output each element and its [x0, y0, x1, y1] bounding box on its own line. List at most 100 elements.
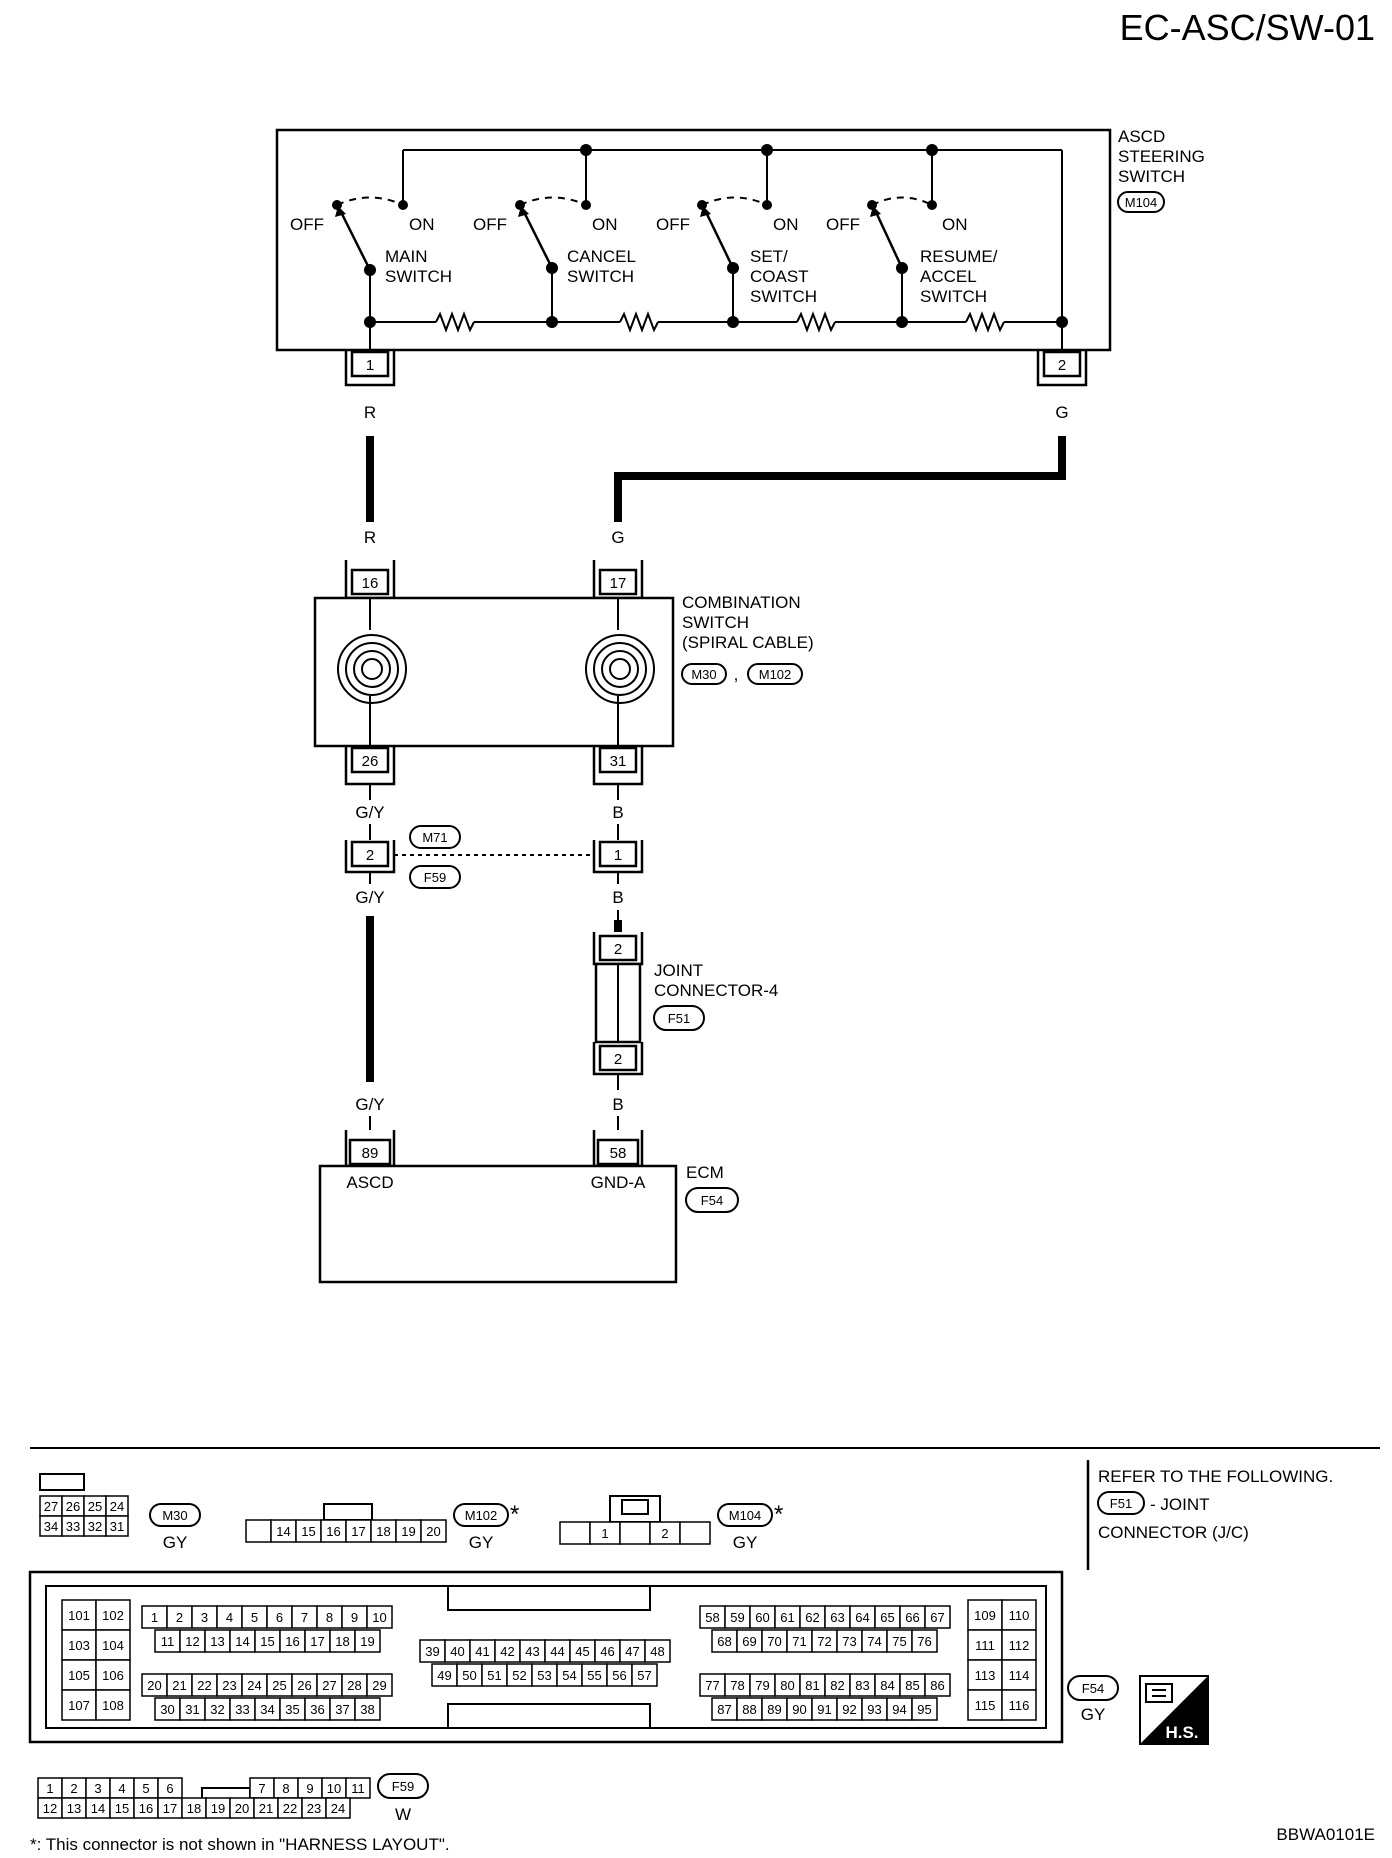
f54-connector-tag: F54	[685, 1187, 739, 1213]
f54-cavity-label: 29	[372, 1678, 386, 1693]
f54-cavity	[95, 1659, 131, 1691]
f54-cavity-label: 65	[880, 1610, 894, 1625]
f54-cavity-label: 49	[437, 1668, 451, 1683]
svg-text:H.S.: H.S.	[1165, 1723, 1198, 1742]
wire-gy-label-3: G/Y	[355, 1095, 384, 1114]
f54-cavity	[1001, 1659, 1037, 1691]
f54-cavity-label: 116	[1009, 1698, 1030, 1713]
m30-cavity-label: 25	[88, 1499, 102, 1514]
ascd-pin-1: 1	[344, 350, 396, 387]
inline-connector-m71-f59: 2 1 M71 F59	[344, 825, 644, 889]
f54-cavity-label: 27	[322, 1678, 336, 1693]
f59-cavity-label: 22	[283, 1801, 297, 1816]
f54-cavity	[95, 1629, 131, 1661]
f54-cavity-label: 41	[475, 1644, 489, 1659]
f54-cavity-label: 57	[637, 1668, 651, 1683]
ascd-switch-name: ASCD STEERING SWITCH	[1118, 127, 1210, 186]
f54-cavity-label: 48	[650, 1644, 664, 1659]
svg-text:M30: M30	[691, 667, 716, 682]
resume-accel-switch-label: RESUME/ ACCEL SWITCH	[920, 247, 1002, 306]
f54-cavity-label: 91	[817, 1702, 831, 1717]
footnote: *: This connector is not shown in "HARNE…	[30, 1835, 450, 1854]
m102-cavity-label: 14	[276, 1524, 290, 1539]
m102-cavity-label: 20	[426, 1524, 440, 1539]
hs-badge-icon: H.S.	[1139, 1675, 1209, 1745]
f54-cavity-label: 88	[742, 1702, 756, 1717]
svg-text:58: 58	[610, 1145, 627, 1162]
f54-cavity-label: 86	[930, 1678, 944, 1693]
f54-cavity-label: 36	[310, 1702, 324, 1717]
f54-cavity-label: 15	[260, 1634, 274, 1649]
m104-cavity	[679, 1521, 711, 1545]
f54-cavity-label: 8	[326, 1610, 333, 1625]
set-on-label: ON	[773, 215, 799, 234]
connector-separator: ,	[734, 665, 739, 684]
f54-cavity-label: 46	[600, 1644, 614, 1659]
f54-cavity-label: 38	[360, 1702, 374, 1717]
f54-cavity	[924, 1605, 951, 1629]
wire-g-label-bottom: G	[611, 528, 624, 547]
f51-connector-tag: F51	[653, 1005, 705, 1031]
combination-switch-name: COMBINATION SWITCH (SPIRAL CABLE)	[682, 593, 814, 652]
f59-cavity-label: 21	[259, 1801, 273, 1816]
f54-cavity-label: 10	[372, 1610, 386, 1625]
f54-cavity-label: 23	[222, 1678, 236, 1693]
f54-color: GY	[1081, 1705, 1106, 1724]
joint-connector-4: 2 2 JOINT CONNECTOR-4 F51	[592, 932, 778, 1076]
svg-text:M104: M104	[1125, 195, 1158, 210]
m30-cavity-label: 24	[110, 1499, 124, 1514]
wire-b-label-3: B	[612, 1095, 623, 1114]
f54-cavity-label: 113	[975, 1668, 996, 1683]
m102-cavity-label: 17	[351, 1524, 365, 1539]
svg-text:2: 2	[366, 847, 374, 864]
f59-cavity-label: 17	[163, 1801, 177, 1816]
f54-cavity	[967, 1659, 1003, 1691]
f54-cavity-label: 80	[780, 1678, 794, 1693]
f54-cavity-label: 26	[297, 1678, 311, 1693]
f54-cavity	[1001, 1629, 1037, 1661]
f54-cavity-label: 14	[235, 1634, 249, 1649]
svg-text:M104: M104	[729, 1508, 762, 1523]
f54-cavity-label: 11	[161, 1634, 175, 1649]
m30-cavity-label: 32	[88, 1519, 102, 1534]
m30-connector-tag: M30	[681, 663, 727, 685]
wire-gy-label-1: G/Y	[355, 803, 384, 822]
f54-cavity-label: 73	[842, 1634, 856, 1649]
m30-cavity-label: 31	[110, 1519, 124, 1534]
svg-text:F51: F51	[1110, 1496, 1132, 1511]
f59-cavity	[345, 1777, 371, 1799]
f54-cavity-label: 66	[905, 1610, 919, 1625]
f59-cavity-label: 3	[94, 1781, 101, 1796]
f54-cavity-label: 3	[201, 1610, 208, 1625]
f54-cavity-label: 6	[276, 1610, 283, 1625]
f54-cavity-label: 114	[1009, 1668, 1030, 1683]
f54-cavity-label: 110	[1009, 1608, 1030, 1623]
f54-cavity-label: 103	[68, 1638, 90, 1653]
f54-cavity-label: 47	[625, 1644, 639, 1659]
f54-cavity-label: 78	[730, 1678, 744, 1693]
f59-cavity-label: 16	[139, 1801, 153, 1816]
f59-cavity-label: 1	[46, 1781, 53, 1796]
f54-cavity-label: 79	[755, 1678, 769, 1693]
svg-text:1: 1	[366, 357, 374, 374]
f59-view-tag: F59	[377, 1773, 429, 1799]
f54-cavity-label: 37	[335, 1702, 349, 1717]
f59-cavity-label: 12	[43, 1801, 57, 1816]
f54-cavity-label: 87	[717, 1702, 731, 1717]
m102-connector-tag: M102	[453, 1503, 509, 1527]
cancel-on-label: ON	[592, 215, 618, 234]
f54-cavity	[631, 1663, 658, 1687]
m102-connector-tag: M102	[747, 663, 803, 685]
f54-cavity-label: 7	[301, 1610, 308, 1625]
m104-color: GY	[733, 1533, 758, 1552]
svg-text:F59: F59	[392, 1779, 414, 1794]
f59-cavity-label: 24	[331, 1801, 345, 1816]
f54-cavity-label: 67	[930, 1610, 944, 1625]
cancel-switch-label: CANCEL SWITCH	[567, 247, 640, 286]
comb-pin-26: 26	[344, 746, 396, 786]
